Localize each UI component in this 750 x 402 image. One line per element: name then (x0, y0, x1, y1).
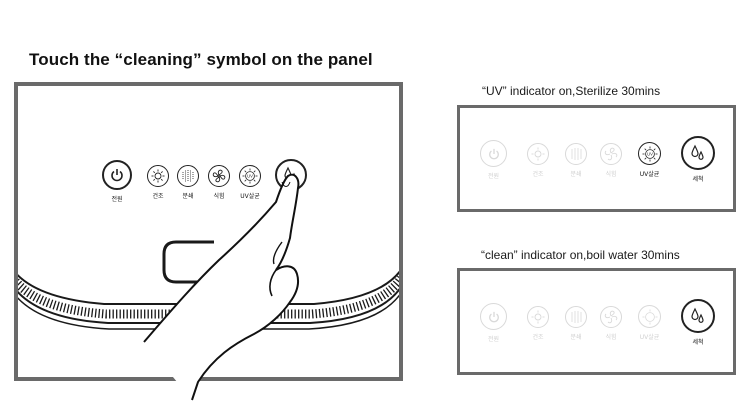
uv-icon: UV (642, 146, 657, 161)
clean-state-power-label: 전원 (487, 336, 500, 343)
power-icon (488, 148, 499, 159)
clean-state-cool-button: 식힘 (600, 306, 622, 341)
uv-button[interactable]: UV UV살균 (239, 165, 261, 200)
spray-icon (571, 148, 582, 160)
clean-indicator-caption: “clean” indicator on,boil water 30mins (481, 248, 680, 262)
uv-indicator-panel: 전원 건조 분쇄 식힘 UV UV살균 (457, 105, 736, 212)
clean-state-dry-label: 건조 (532, 334, 544, 341)
uv-icon (642, 309, 657, 324)
clean-state-spray-label: 분쇄 (570, 334, 582, 341)
spray-icon (571, 311, 582, 323)
uv-state-clean-label: 세척 (692, 176, 704, 183)
uv-state-dry-button: 건조 (527, 143, 549, 178)
uv-state-uv-label: UV살균 (639, 171, 660, 178)
spray-button[interactable]: 분쇄 (177, 165, 199, 200)
fan-icon (212, 169, 226, 183)
fan-icon (604, 310, 618, 324)
uv-state-clean-button: 세척 (681, 136, 715, 183)
clean-state-power-button: 전원 (480, 303, 507, 343)
cool-label: 식힘 (213, 193, 225, 200)
uv-state-cool-button: 식힘 (600, 143, 622, 178)
clean-state-spray-button: 분쇄 (565, 306, 587, 341)
power-label: 전원 (111, 196, 123, 203)
clean-state-clean-button: 세척 (681, 299, 715, 346)
uv-state-uv-button: UV UV살균 (638, 142, 661, 178)
power-icon (111, 169, 123, 182)
uv-state-power-label: 전원 (487, 173, 500, 180)
water-drop-icon (691, 144, 704, 160)
uv-state-spray-button: 분쇄 (565, 143, 587, 178)
clean-state-cool-label: 식힘 (605, 334, 617, 341)
power-icon (488, 311, 499, 322)
main-title: Touch the “cleaning” symbol on the panel (29, 50, 373, 69)
uv-icon-text: UV (647, 151, 653, 156)
spray-label: 분쇄 (182, 193, 194, 200)
dry-label: 건조 (152, 193, 164, 200)
device-panel: 전원 건조 분쇄 (14, 82, 403, 401)
power-button[interactable]: 전원 (102, 160, 132, 203)
clean-state-uv-label: UV살균 (639, 334, 660, 341)
clean-state-dry-button: 건조 (527, 306, 549, 341)
spray-icon (182, 170, 194, 182)
clean-state-uv-button: UV살균 (638, 305, 661, 341)
uv-state-power-button: 전원 (480, 140, 507, 180)
uv-label: UV살균 (240, 193, 260, 200)
uv-state-dry-label: 건조 (532, 171, 544, 178)
uv-icon: UV (242, 168, 258, 184)
fan-icon (604, 147, 618, 161)
sun-icon (531, 310, 545, 324)
hand-icon (143, 173, 300, 401)
uv-state-spray-label: 분쇄 (570, 171, 582, 178)
uv-indicator-caption: “UV” indicator on,Sterilize 30mins (482, 84, 661, 98)
sun-icon (151, 169, 165, 183)
dry-button[interactable]: 건조 (147, 165, 169, 200)
sun-icon (531, 147, 545, 161)
water-drop-icon (691, 307, 704, 323)
uv-icon-text: UV (247, 174, 253, 179)
clean-indicator-panel: 전원 건조 분쇄 식힘 UV살균 (457, 268, 736, 375)
cool-button[interactable]: 식힘 (208, 165, 230, 200)
uv-state-cool-label: 식힘 (605, 171, 617, 178)
clean-state-clean-label: 세척 (692, 339, 704, 346)
